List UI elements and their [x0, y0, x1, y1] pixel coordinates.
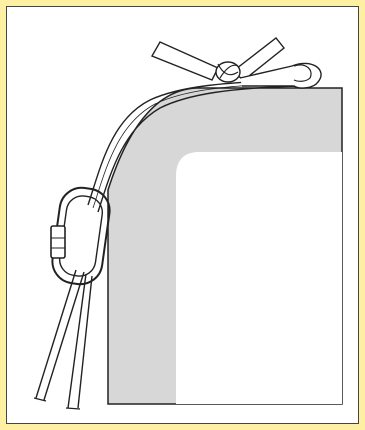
structure-inner-corner	[176, 152, 342, 404]
sling-tail	[150, 41, 219, 81]
carabiner	[50, 186, 111, 286]
sling-strap-inner	[97, 85, 301, 213]
rope	[33, 269, 93, 410]
knot	[215, 61, 241, 83]
